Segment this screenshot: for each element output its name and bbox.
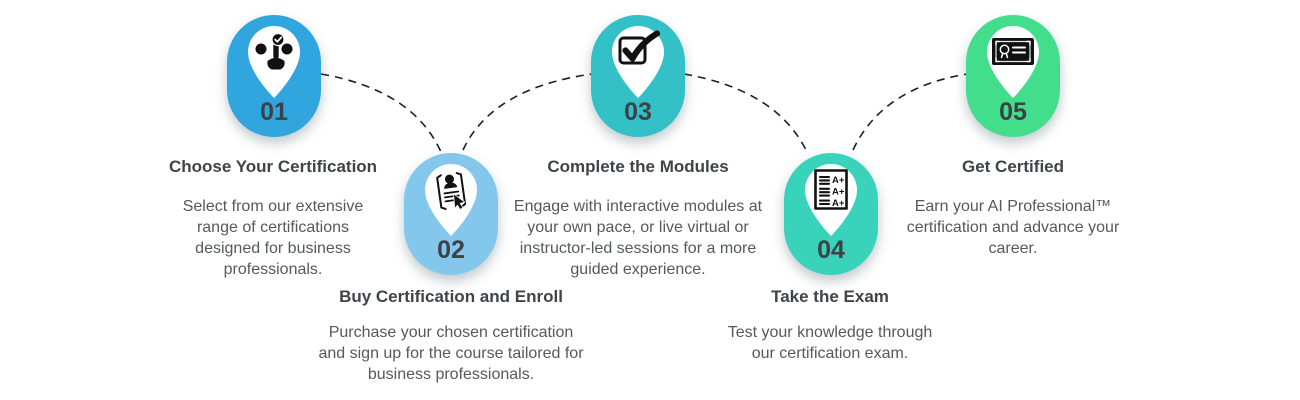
step-number: 05 xyxy=(999,98,1027,126)
exam-sheet-icon: A+ A+ A+ xyxy=(814,169,848,210)
step-number: 04 xyxy=(817,236,845,264)
step-4-title: Take the Exam xyxy=(771,287,889,306)
pin-marker xyxy=(612,26,664,98)
step-3-pin: 03 xyxy=(591,15,685,137)
step-5-pin: 05 xyxy=(966,15,1060,137)
step-2-description: Purchase your chosen certification and s… xyxy=(318,324,584,383)
enroll-form-icon xyxy=(436,172,467,210)
svg-text:A+: A+ xyxy=(832,198,845,209)
step-number: 03 xyxy=(624,98,652,126)
pin-marker: A+ A+ A+ xyxy=(805,164,857,236)
step-1-title: Choose Your Certification xyxy=(168,157,378,176)
connector-line-2-3 xyxy=(462,73,593,151)
checkbox-icon xyxy=(618,30,661,65)
step-1-pin: 01 xyxy=(227,15,321,137)
svg-text:A+: A+ xyxy=(832,175,845,186)
step-2-pin: 02 xyxy=(404,153,498,275)
step-3-description: Engage with interactive modules at your … xyxy=(513,198,763,278)
pin-marker xyxy=(987,26,1039,98)
step-1-description: Select from our extensive range of certi… xyxy=(182,198,364,278)
connector-line-1-2 xyxy=(320,73,442,153)
step-4-pin: A+ A+ A+ 04 xyxy=(784,153,878,275)
step-3-title: Complete the Modules xyxy=(547,157,729,176)
connector-line-3-4 xyxy=(683,73,808,153)
candidate-select-icon xyxy=(255,32,293,70)
svg-text:A+: A+ xyxy=(832,187,845,198)
step-4-description: Test your knowledge through our certific… xyxy=(727,324,933,362)
pin-marker xyxy=(248,26,300,98)
pin-marker xyxy=(425,164,477,236)
step-number: 02 xyxy=(437,236,465,264)
step-5-title: Get Certified xyxy=(961,157,1065,176)
step-2-title: Buy Certification and Enroll xyxy=(339,287,563,306)
step-number: 01 xyxy=(260,98,288,126)
step-5-description: Earn your AI Professional™ certification… xyxy=(906,198,1120,257)
connector-line-4-5 xyxy=(852,73,968,151)
certificate-icon xyxy=(992,38,1034,65)
